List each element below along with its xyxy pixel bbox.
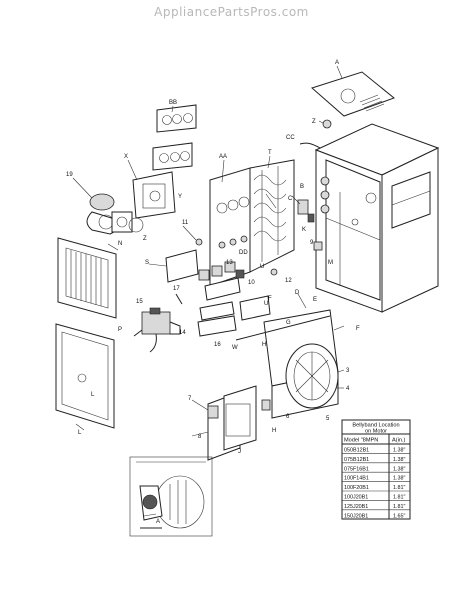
heat-exchanger[interactable] [209, 159, 295, 287]
burner-assembly[interactable] [165, 249, 271, 337]
callout-e: E [313, 297, 317, 303]
callout-n: N [118, 241, 122, 247]
callout-w: W [232, 345, 238, 351]
callout-a: A [335, 60, 339, 66]
callout-3: 3 [346, 368, 350, 374]
callout-17: 17 [173, 286, 180, 292]
callout-aa: AA [219, 154, 227, 160]
table-cell: 1.81" [393, 504, 405, 510]
table-cell: 075B12B1 [344, 457, 369, 463]
leader-lines [72, 105, 345, 517]
bellyband-detail [129, 456, 213, 537]
table-cell: 075F16B1 [344, 466, 369, 472]
table-cell: 125J20B1 [344, 504, 368, 510]
part-11[interactable] [195, 238, 203, 246]
table-cell: 1.38" [393, 448, 405, 454]
blower-assembly[interactable] [235, 309, 339, 419]
callout-13: 13 [226, 260, 233, 266]
callout-t: T [268, 150, 272, 156]
callout-k: K [302, 227, 306, 233]
callout-m: M [328, 260, 333, 266]
callout-y: Y [178, 194, 182, 200]
callout-11: 11 [182, 220, 189, 226]
callout-g: G [286, 320, 291, 326]
screw-12[interactable] [270, 268, 278, 276]
callout-12: 12 [285, 278, 292, 284]
callout-7: 7 [188, 396, 192, 402]
table-cell: 1.81" [393, 485, 405, 491]
callout-15: 15 [136, 299, 143, 305]
collector-box-x[interactable] [132, 171, 176, 219]
table-cell: 100J20B1 [344, 495, 368, 501]
component-c[interactable] [297, 199, 309, 215]
table-cell: 100F20B1 [344, 485, 369, 491]
table-cell: 1.81" [393, 495, 405, 501]
callout-j: J [238, 449, 241, 455]
callout-19: 19 [66, 172, 73, 178]
callout-8: 8 [198, 434, 202, 440]
part-6[interactable] [261, 399, 271, 411]
callout-c: C [288, 196, 293, 202]
component-9[interactable] [313, 241, 323, 251]
callout-14: 14 [179, 330, 186, 336]
watermark: AppliancePartsPros.com [154, 5, 309, 19]
callout-6: 6 [286, 414, 290, 420]
upper-door-n[interactable] [57, 237, 117, 319]
callout-10: 10 [248, 280, 255, 286]
component-k[interactable] [307, 213, 315, 223]
control-box[interactable] [207, 385, 257, 461]
callout-p: P [118, 327, 122, 333]
callout-bb: BB [169, 100, 177, 106]
callout-labels: A Z CC BB X AA T C B K Y Z 19 N S 11 DD … [66, 60, 360, 525]
callout-h2: H [272, 428, 276, 434]
table-cell: 100F14B1 [344, 476, 369, 482]
callout-u2: U [264, 301, 268, 307]
table-title-line-1: Bellyband Location [352, 423, 399, 429]
callout-l2: L [78, 430, 82, 436]
callout-b: B [300, 184, 304, 190]
callout-f: F [268, 296, 272, 302]
table-cell: 1.38" [393, 476, 405, 482]
table-cell: 1.65" [393, 513, 405, 519]
table-cell: 1.38" [393, 457, 405, 463]
callout-l1: L [91, 392, 95, 398]
callout-16: 16 [214, 342, 221, 348]
limit-switch-z[interactable] [318, 119, 332, 129]
gas-valve-15[interactable] [133, 307, 181, 353]
callout-9: 9 [310, 240, 314, 246]
callout-5: 5 [326, 416, 330, 422]
table-header-a: A(in.) [392, 438, 406, 444]
gasket-z[interactable] [128, 217, 144, 233]
table-cell: 150J20B1 [344, 513, 368, 519]
callout-h: H [262, 342, 266, 348]
table-title-line-2: on Motor [365, 429, 387, 435]
bellyband-table: Bellyband Location on Motor Model "8MPN … [341, 419, 411, 520]
callout-x: X [124, 154, 128, 160]
callout-d: D [295, 290, 300, 296]
table-header-model: Model "8MPN [344, 438, 378, 444]
table-cell: 1.38" [393, 466, 405, 472]
gasket-bb[interactable] [152, 104, 197, 171]
callout-z: Z [312, 119, 316, 125]
top-cover-panel[interactable] [311, 65, 396, 117]
callout-f2: F [356, 326, 360, 332]
furnace-cabinet[interactable] [314, 123, 440, 313]
callout-s: S [145, 260, 149, 266]
callout-dd: DD [239, 250, 248, 256]
callout-4: 4 [346, 386, 350, 392]
callout-z2: Z [143, 236, 147, 242]
lower-door-l[interactable] [55, 323, 115, 429]
table-cell: 050B12B1 [344, 448, 369, 454]
callout-a2: A [156, 519, 160, 525]
callout-cc: CC [286, 135, 295, 141]
inducer-blower-19[interactable] [86, 193, 133, 235]
callout-u: U [260, 264, 264, 270]
